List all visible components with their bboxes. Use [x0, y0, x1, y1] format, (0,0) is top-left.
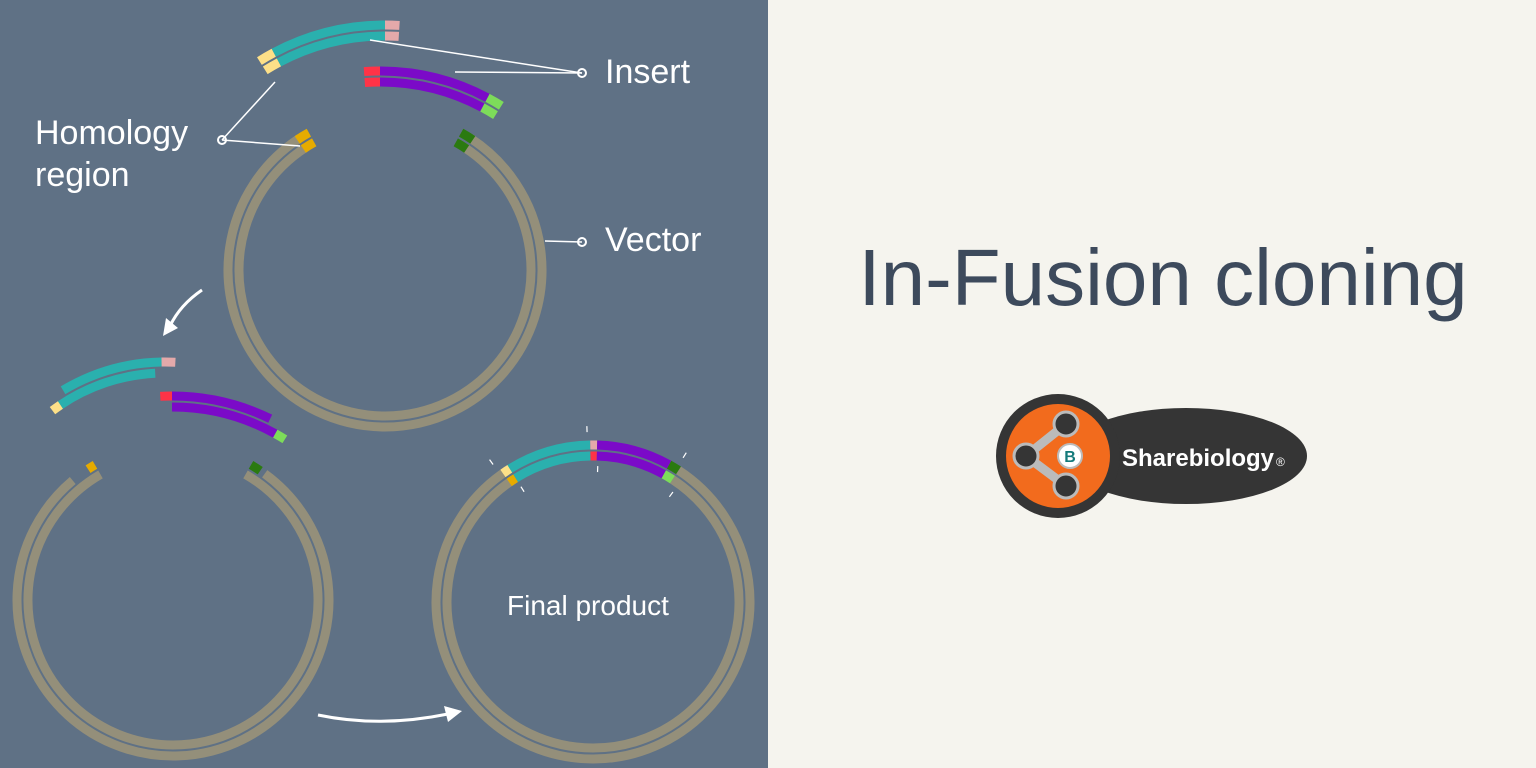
page-title: In-Fusion cloning — [858, 233, 1468, 322]
vector-top-green-end-inner-strand — [453, 138, 470, 153]
homology-leader-2 — [221, 139, 301, 147]
insert-leader-1 — [369, 39, 583, 74]
insert-leader-dot — [577, 68, 587, 78]
diagram-panel — [0, 0, 768, 768]
insert-2-top-green-end-outer-strand — [485, 93, 504, 110]
homology-leader-1 — [221, 81, 276, 141]
vector-top-gold-end-outer-strand — [294, 128, 312, 144]
vector-bl-inner-strand — [23, 470, 323, 750]
insert-2-bl-inner — [171, 402, 278, 438]
insert-2-bl-outer — [171, 391, 273, 423]
homology-leader-dot — [217, 135, 227, 145]
junction-tick — [520, 486, 525, 493]
arrow-step-2 — [317, 712, 449, 723]
vector-top-green-end-outer-strand — [458, 128, 476, 144]
insert-1-bl-outer — [60, 357, 162, 395]
insert-2-final-outer-strand — [596, 440, 672, 469]
insert-leader-2 — [454, 71, 583, 74]
vector-top-inner-strand — [234, 143, 536, 421]
insert-2-top-inner-strand — [379, 77, 485, 112]
arrow-step-1-head — [163, 318, 178, 336]
junction-tick — [682, 452, 687, 459]
vector-leader-dot — [577, 237, 587, 247]
insert-2-bl-green-overhang — [273, 429, 288, 444]
insert-1-bl-yellow-overhang — [49, 401, 63, 415]
insert-1-top-inner-strand — [276, 31, 386, 67]
insert-1-final-inner-strand — [513, 451, 591, 483]
insert-label: Insert — [605, 53, 691, 91]
logo-text: Sharebiology — [1122, 445, 1275, 472]
homology-label-line2: region — [35, 156, 130, 194]
badge-circle — [1057, 443, 1083, 469]
insert-1-top-yellow-end-inner-strand — [262, 58, 282, 75]
insert-1-bl-inner — [57, 368, 156, 409]
logo-registered-mark: ® — [1276, 455, 1285, 469]
insert-1-top-outer-strand — [271, 20, 386, 57]
insert-2-final-inner-strand — [596, 451, 666, 479]
insert-1-final-outer-strand — [507, 440, 591, 473]
vector-top-gold-end-inner-strand — [300, 138, 317, 153]
vector-bl-gold-overhang — [85, 461, 98, 473]
final-product-label: Final product — [507, 590, 669, 621]
badge-letter: B — [1064, 449, 1076, 466]
final-gold — [506, 474, 519, 487]
vector-label: Vector — [605, 221, 702, 259]
logo-ellipse — [1065, 408, 1307, 504]
homology-label-line1: Homology — [35, 114, 189, 152]
in-fusion-diagram — [12, 20, 755, 764]
final-lightgreen — [661, 470, 675, 484]
vector-leader — [544, 240, 583, 243]
vector-final-outer-strand — [431, 466, 755, 764]
insert-2-top-red-end-outer-strand — [363, 66, 381, 77]
logo-wordmark: Sharebiology® — [1122, 445, 1285, 472]
insert-2-top-red-end-inner-strand — [364, 77, 381, 88]
insert-1-top-yellow-end-outer-strand — [257, 48, 276, 65]
insert-2-top-green-end-inner-strand — [480, 103, 498, 119]
junction-tick — [489, 459, 494, 465]
vector-final-inner-strand — [442, 475, 744, 753]
arrow-step-1 — [168, 288, 203, 327]
vector-bl-outer-strand — [12, 470, 334, 761]
sharebiology-logo: B Sharebiology® — [996, 394, 1307, 518]
share-icon-nodes — [1012, 410, 1080, 500]
arrow-step-2-head — [444, 706, 462, 722]
vector-top-outer-strand — [223, 134, 547, 432]
insert-2-top-outer-strand — [379, 66, 490, 102]
junction-tick — [668, 491, 674, 498]
vector-bl-green-overhang — [248, 461, 263, 475]
final-yellow — [500, 465, 513, 478]
final-darkgreen — [666, 460, 681, 475]
